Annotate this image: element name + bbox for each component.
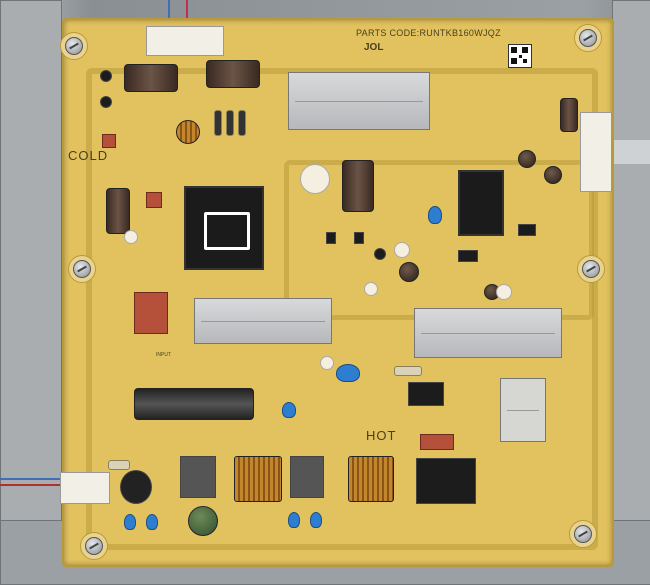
- isolation-trace: [86, 68, 598, 550]
- small-cap-2: [518, 150, 536, 168]
- screw-mid-right: [582, 260, 600, 278]
- transistor-1: [100, 70, 112, 82]
- ic-1: [326, 232, 336, 244]
- screw-top-right: [579, 29, 597, 47]
- line-filter-2: [290, 456, 324, 498]
- bridge-rectifier: [416, 458, 476, 504]
- red-cap-top: [102, 134, 116, 148]
- brand-logo: JOL: [364, 42, 384, 53]
- qr-code: [508, 44, 532, 68]
- resistor-1: [394, 366, 422, 376]
- fuse: [108, 460, 130, 470]
- inductor-top: [176, 120, 200, 144]
- power-supply-pcb: PARTS CODE:RUNTKB160WJQZ JOL COLD HOT IN…: [60, 18, 614, 567]
- small-cap-3: [544, 166, 562, 184]
- white-cap-1: [124, 230, 138, 244]
- top-connector: [146, 26, 224, 56]
- blue-cap-1: [428, 206, 442, 224]
- bulk-capacitor: [134, 388, 254, 420]
- blue-cap-6: [288, 512, 300, 528]
- white-cap-4: [496, 284, 512, 300]
- heatsink-top: [288, 72, 430, 130]
- output-connector: [580, 112, 612, 192]
- standby-transformer: [458, 170, 504, 236]
- blue-cap-5: [146, 514, 158, 530]
- top-wire-blue: [168, 0, 170, 24]
- hot-side-label: HOT: [366, 428, 397, 443]
- input-connector: [60, 472, 110, 504]
- blue-cap-3: [282, 402, 296, 418]
- heatsink-middle-right: [414, 308, 562, 358]
- left-chassis-rail: [0, 0, 62, 585]
- ic-3: [458, 250, 478, 262]
- capacitor-top-2: [206, 60, 260, 88]
- varistor: [188, 506, 218, 536]
- white-cap-2: [394, 242, 410, 258]
- parts-code-label: PARTS CODE:RUNTKB160WJQZ: [356, 28, 501, 38]
- top-wire-red: [186, 0, 188, 24]
- choke-1: [234, 456, 282, 502]
- right-chassis-rail: [612, 0, 650, 585]
- capacitor-center: [342, 160, 374, 212]
- mounting-pad: [300, 164, 330, 194]
- blue-cap-4: [124, 514, 136, 530]
- cold-side-label: COLD: [68, 148, 109, 163]
- ic-4: [518, 224, 536, 236]
- screw-top-left: [65, 37, 83, 55]
- screw-bottom-right: [574, 525, 592, 543]
- capacitor-left: [106, 188, 130, 234]
- blue-cap-2: [336, 364, 360, 382]
- ic-2: [354, 232, 364, 244]
- diode-2: [226, 110, 234, 136]
- white-cap-3: [364, 282, 378, 296]
- input-wire-red: [0, 484, 62, 486]
- mosfet: [408, 382, 444, 406]
- input-wire-blue: [0, 478, 62, 480]
- small-cap-1: [399, 262, 419, 282]
- red-cap-left: [146, 192, 162, 208]
- screw-bottom-left: [85, 537, 103, 555]
- x-capacitor: [134, 292, 168, 334]
- capacitor-right: [560, 98, 578, 132]
- diode-3: [238, 110, 246, 136]
- film-capacitor: [420, 434, 454, 450]
- screw-mid-left: [73, 260, 91, 278]
- white-cap-5: [320, 356, 334, 370]
- input-label: INPUT: [156, 352, 171, 358]
- choke-2: [348, 456, 394, 502]
- line-filter-1: [180, 456, 216, 498]
- heatsink-middle-left: [194, 298, 332, 344]
- main-transformer: [184, 186, 264, 270]
- blue-cap-7: [310, 512, 322, 528]
- transistor-2: [100, 96, 112, 108]
- diode-1: [214, 110, 222, 136]
- pfc-transformer: [500, 378, 546, 442]
- capacitor-top-1: [124, 64, 178, 92]
- fuse-choke: [120, 470, 152, 504]
- transistor-3: [374, 248, 386, 260]
